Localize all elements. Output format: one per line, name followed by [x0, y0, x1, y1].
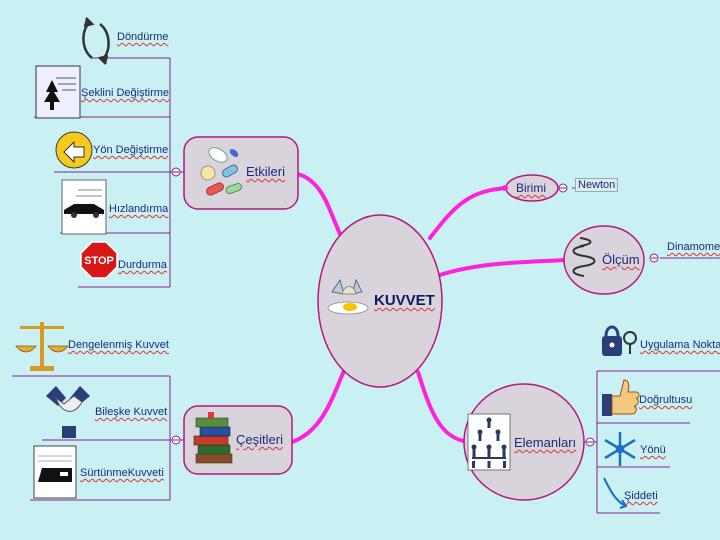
- spring-icon: [572, 237, 596, 277]
- connector-birimi: [428, 186, 510, 240]
- birimi-connector-dot: [502, 185, 508, 191]
- elemanlari-node-label: Elemanları: [514, 435, 577, 450]
- elemanlari-item-label: Yönü: [640, 444, 666, 456]
- birimi-item-label: Newton: [575, 178, 619, 192]
- rotate-arrows-icon: [82, 17, 110, 65]
- elemanlari-item-label: Uygulama Noktası: [640, 339, 720, 351]
- connector-olcum: [438, 258, 568, 277]
- train-icon: [33, 445, 77, 499]
- tree-shape-icon: [35, 65, 81, 119]
- olcum-node[interactable]: [563, 225, 645, 295]
- cesitleri-collapse-toggle[interactable]: [171, 435, 181, 445]
- elemanlari-bracket: [584, 370, 720, 514]
- etkileri-item-label: Yön Değiştirme: [93, 144, 169, 156]
- cesitleri-item-label: Dengelenmiş Kuvvet: [68, 339, 169, 351]
- etkileri-collapse-toggle[interactable]: [171, 167, 181, 177]
- elemanlari-item-label: Şiddeti: [624, 490, 658, 502]
- egg-icon: [327, 278, 369, 315]
- pills-icon: [200, 147, 242, 196]
- olcum-collapse-toggle[interactable]: [649, 253, 659, 263]
- cesitleri-item-label: Bileşke Kuvvet: [95, 406, 168, 418]
- elemanlari-collapse-toggle[interactable]: [585, 437, 595, 447]
- books-icon: [193, 412, 233, 464]
- connector-etkileri: [296, 172, 344, 240]
- etkileri-node-label: Etkileri: [246, 164, 286, 179]
- etkileri-item-label: Şeklini Değiştirme: [81, 87, 170, 99]
- elemanlari-item-label: Doğrultusu: [639, 394, 693, 406]
- center-node[interactable]: [317, 214, 443, 388]
- snowflake-arrows-icon: [604, 432, 636, 466]
- handshake-icon: [46, 386, 90, 438]
- center-node-label: KUVVET: [374, 292, 435, 309]
- cesitleri-node-label: Çeşitleri: [236, 432, 283, 447]
- birimi-node-label: Birimi: [516, 181, 546, 195]
- olcum-item-label: Dinamometre: [667, 241, 720, 253]
- connectors: [290, 172, 568, 444]
- stop-sign-icon: STOP: [80, 241, 118, 279]
- car-icon: [61, 179, 107, 235]
- direction-change-icon: [55, 131, 93, 169]
- elemanlari-node[interactable]: [463, 383, 585, 501]
- thumb-up-icon: [602, 379, 640, 416]
- scale-balance-icon: [15, 322, 69, 371]
- cesitleri-item-label: SürtünmeKuvveti: [80, 467, 164, 479]
- birimi-collapse-toggle[interactable]: [558, 183, 568, 193]
- connector-cesitleri: [290, 366, 347, 444]
- olcum-node-label: Ölçüm: [602, 252, 640, 267]
- curved-arrow-icon: [603, 477, 628, 509]
- connector-elemanlari: [416, 370, 472, 444]
- stop-sign-text: STOP: [84, 255, 114, 267]
- etkileri-item-label: Hızlandırma: [109, 203, 169, 215]
- people-pyramid-icon: [467, 413, 511, 471]
- key-lock-icon: [602, 325, 637, 356]
- etkileri-item-label: Durdurma: [118, 259, 167, 271]
- etkileri-item-label: Döndürme: [117, 31, 169, 43]
